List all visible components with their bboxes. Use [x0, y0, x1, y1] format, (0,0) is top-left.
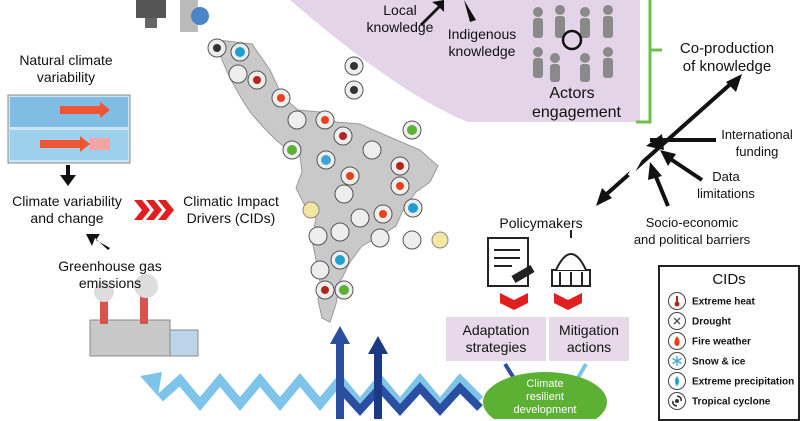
- diagonal-arrows: [596, 74, 742, 207]
- socio-economic-label: Socio-economic and political barriers: [633, 215, 751, 247]
- adaptation-label: Adaptation strategies: [462, 322, 530, 355]
- zigzag-light: [156, 372, 484, 412]
- legend-label: Fire weather: [692, 336, 751, 348]
- resilient-ellipse: [483, 372, 607, 419]
- data-limitations-label: Data limitations: [697, 169, 755, 201]
- green-bracket: [636, 0, 652, 124]
- adaptation-box: [446, 317, 546, 361]
- zigzag-dark: [337, 382, 483, 416]
- cyclone-icon: [668, 392, 686, 410]
- natural-variability-label: Natural climate variability: [19, 52, 113, 85]
- legend-label: Drought: [692, 316, 731, 328]
- variability-change-label: Climate variability and change: [12, 193, 122, 226]
- drought-icon: [668, 312, 686, 330]
- legend-title: CIDs: [712, 271, 746, 288]
- enso-illustration: [7, 94, 131, 164]
- legend-item-tropical-cyclone: Tropical cyclone: [668, 392, 771, 411]
- raindrop-icon: [668, 372, 686, 390]
- legend-label: Tropical cyclone: [692, 396, 771, 408]
- flame-icon: [668, 332, 686, 350]
- map-cid-accents: [213, 44, 418, 295]
- local-knowledge-label: Local knowledge: [366, 2, 434, 35]
- latin-america-map: [217, 39, 439, 323]
- legend-label: Snow & ice: [692, 356, 746, 368]
- international-funding-label: International funding: [721, 127, 793, 159]
- mitigation-label: Mitigation actions: [559, 322, 619, 355]
- legend-item-drought: Drought: [668, 312, 731, 331]
- computer-icon: [136, 0, 209, 32]
- cycle-arrows-icon: [561, 29, 583, 51]
- legend-item-snow-ice: Snow & ice: [668, 352, 746, 371]
- cids-legend: CIDs Extreme heat Drought Fire weather S…: [658, 265, 800, 421]
- legend-label: Extreme heat: [692, 296, 755, 308]
- legend-label: Extreme precipitation: [692, 376, 795, 388]
- greenhouse-arrow: [86, 234, 110, 250]
- policy-chevrons: [500, 293, 582, 310]
- thermometer-icon: [668, 292, 686, 310]
- policy-document-icon: [487, 237, 535, 287]
- snowflake-icon: [668, 352, 686, 370]
- resilient-label: Climate resilient development: [513, 378, 577, 416]
- legend-item-extreme-precipitation: Extreme precipitation: [668, 372, 795, 391]
- indigenous-knowledge-label: Indigenous knowledge: [447, 26, 517, 59]
- wave-icons: [302, 201, 449, 249]
- coproduction-label: Co-production of knowledge: [679, 40, 775, 75]
- red-chevrons: [134, 200, 174, 220]
- down-arrow: [60, 165, 76, 186]
- factory-illustration: [89, 274, 199, 357]
- capitol-icon: [551, 230, 591, 287]
- legend-item-fire-weather: Fire weather: [668, 332, 751, 351]
- actors-engagement-label: Actors engagement: [532, 85, 621, 121]
- knowledge-panel: [290, 0, 640, 122]
- greenhouse-label: Greenhouse gas emissions: [58, 258, 162, 291]
- people-icon: [533, 5, 613, 82]
- policymakers-label: Policymakers: [499, 215, 583, 231]
- mitigation-box: [549, 317, 629, 361]
- legend-item-extreme-heat: Extreme heat: [668, 292, 755, 311]
- cids-label: Climatic Impact Drivers (CIDs): [183, 193, 279, 226]
